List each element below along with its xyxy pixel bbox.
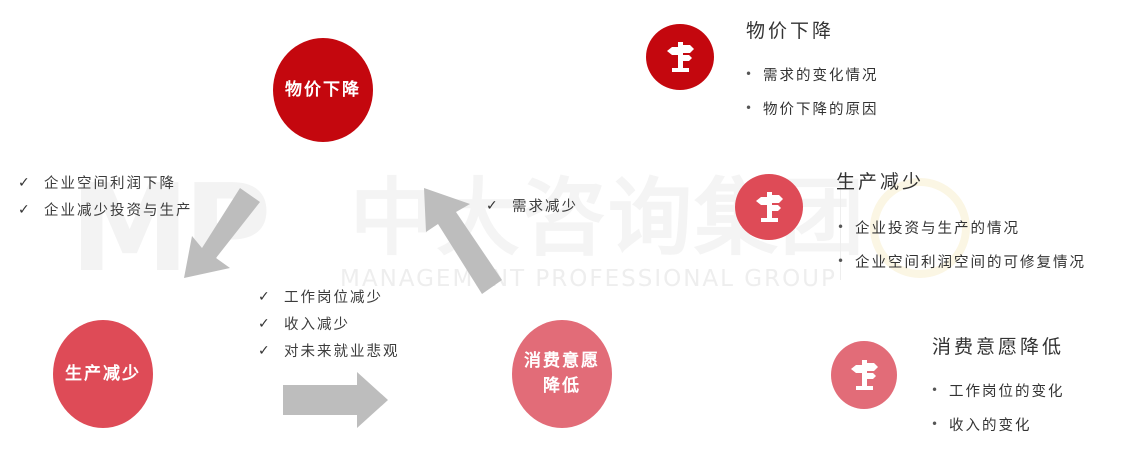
bullet-icon: • [837,254,847,268]
node-label-line1: 消费意愿 [524,351,600,372]
arrow-right [283,372,388,428]
reason-text: 企业空间利润下降 [44,176,176,192]
legend-bullet-item: • 工作岗位的变化 [931,373,1065,407]
reason-text: 需求减少 [512,199,578,215]
node-label: 物价下降 [285,79,361,100]
legend-title: 生产减少 [836,171,925,193]
legend-bullets: • 企业投资与生产的情况 • 企业空间利润空间的可修复情况 [837,210,1086,278]
checklist-item: ✓ 需求减少 [486,192,578,219]
signpost-icon [646,24,714,90]
bullet-text: 物价下降的原因 [763,101,879,118]
check-icon: ✓ [258,288,272,305]
checklist-item: ✓ 对未来就业悲观 [258,337,400,364]
arrow-down-left [184,188,260,278]
node-price-decline: 物价下降 [273,38,373,142]
checklist-price-to-production: ✓ 企业空间利润下降 ✓ 企业减少投资与生产 [18,169,193,223]
reason-text: 企业减少投资与生产 [44,203,193,219]
node-label: 生产减少 [65,363,141,384]
checklist-item: ✓ 企业减少投资与生产 [18,196,193,223]
check-icon: ✓ [258,315,272,332]
bullet-icon: • [931,417,941,431]
legend-bullets: • 需求的变化情况 • 物价下降的原因 [745,57,879,125]
bullet-text: 工作岗位的变化 [949,383,1065,400]
legend-bullet-item: • 物价下降的原因 [745,91,879,125]
bullet-icon: • [745,67,755,81]
reason-text: 收入减少 [284,317,350,333]
checklist-consumption-to-price: ✓ 需求减少 [486,192,578,219]
legend-bullet-item: • 收入的变化 [931,407,1065,441]
check-icon: ✓ [18,174,32,191]
legend-bullet-item: • 企业投资与生产的情况 [837,210,1086,244]
arrow-up-left [424,188,502,294]
legend-bullet-item: • 企业空间利润空间的可修复情况 [837,244,1086,278]
check-icon: ✓ [486,197,500,214]
node-label-line2: 降低 [543,376,581,396]
bullet-icon: • [931,383,941,397]
bullet-text: 收入的变化 [949,417,1032,434]
legend-title: 消费意愿降低 [932,336,1065,358]
checklist-item: ✓ 工作岗位减少 [258,283,400,310]
bullet-icon: • [837,220,847,234]
checklist-item: ✓ 收入减少 [258,310,400,337]
bullet-text: 企业投资与生产的情况 [855,220,1020,237]
check-icon: ✓ [258,342,272,359]
legend-bullets: • 工作岗位的变化 • 收入的变化 [931,373,1065,441]
checklist-item: ✓ 企业空间利润下降 [18,169,193,196]
checklist-production-to-consumption: ✓ 工作岗位减少 ✓ 收入减少 ✓ 对未来就业悲观 [258,283,400,364]
node-production-decrease: 生产减少 [53,320,153,428]
node-consumption-decline: 消费意愿 降低 [512,320,612,428]
signpost-icon [831,341,897,409]
legend-title: 物价下降 [746,20,835,42]
reason-text: 工作岗位减少 [284,290,383,306]
check-icon: ✓ [18,201,32,218]
reason-text: 对未来就业悲观 [284,344,400,360]
legend-bullet-item: • 需求的变化情况 [745,57,879,91]
bullet-icon: • [745,101,755,115]
bullet-text: 需求的变化情况 [763,67,879,84]
bullet-text: 企业空间利润空间的可修复情况 [855,254,1086,271]
signpost-icon [735,174,803,240]
